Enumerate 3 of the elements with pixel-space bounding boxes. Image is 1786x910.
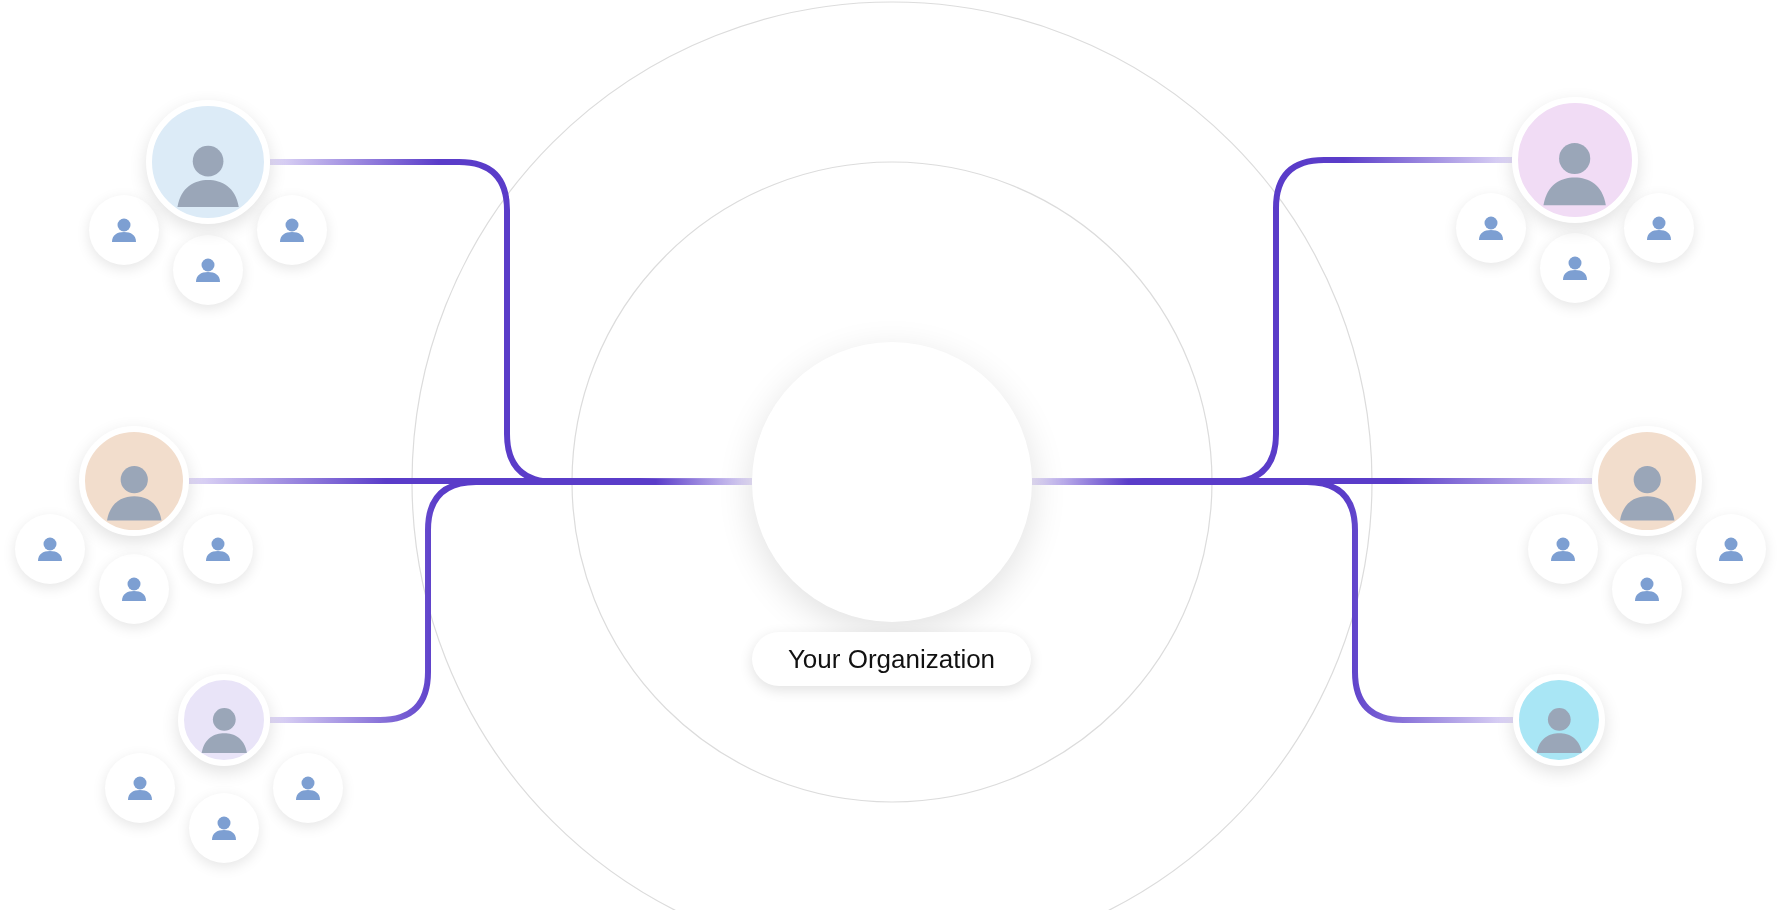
connector-line [1032, 478, 1592, 484]
connector-line [189, 478, 752, 484]
organization-label: Your Organization [787, 643, 996, 675]
